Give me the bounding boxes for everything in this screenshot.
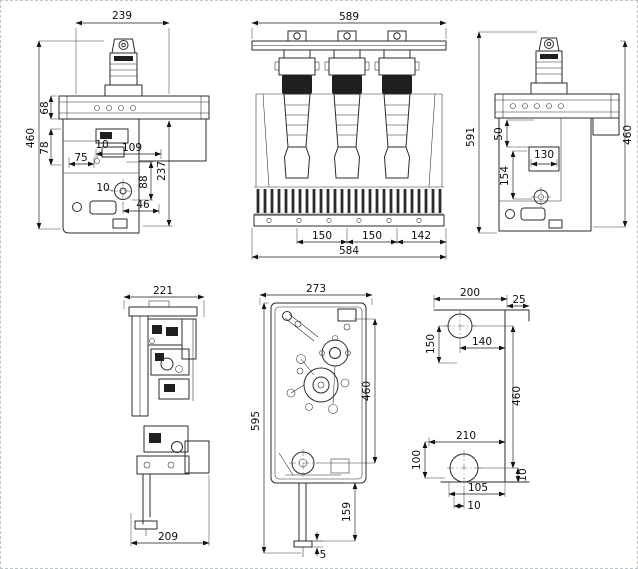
dim-shaft-offset: 46 (136, 199, 150, 211)
view-pole-side-left: 239 460 68 78 75 10 109 237 10 88 (25, 10, 210, 234)
dim-slot-width: 75 (74, 152, 87, 164)
dim-lower-width: 210 (456, 430, 476, 442)
dim-hole-upper: 10 (95, 139, 108, 151)
mechanism-front-dimensions: 273 595 460 159 5 (250, 283, 378, 561)
pole-side-right-linework (494, 37, 620, 232)
dim-upper-hole-drop: 150 (425, 334, 437, 354)
view-front: 589 150 150 142 584 (251, 11, 447, 260)
dim-box-width: 130 (534, 149, 554, 161)
dim-foot-height: 159 (341, 502, 353, 522)
dim-beam-height: 68 (39, 101, 51, 114)
view-mounting-layout: 200 25 150 140 460 210 100 105 10 (411, 287, 530, 512)
dim-lower-offset: 154 (499, 166, 511, 186)
mounting-layout-dimensions: 200 25 150 140 460 210 100 105 10 (411, 287, 530, 512)
dim-hole-lower: 10 (96, 182, 109, 194)
front-dimensions: 589 150 150 142 584 (251, 11, 447, 260)
dim-top-width: 273 (306, 283, 326, 295)
view-mechanism-side: 221 209 (123, 285, 210, 546)
dim-bottom-width: 209 (158, 531, 178, 543)
dim-foot-thickness: 5 (320, 549, 327, 561)
dim-top-width: 239 (112, 10, 132, 22)
dim-top-width: 200 (460, 287, 480, 299)
dim-edge-gap-bottom: 10 (467, 500, 480, 512)
dim-edge-gap-right: 10 (517, 468, 529, 481)
front-linework (251, 30, 447, 227)
dim-frame-height: 460 (622, 125, 634, 145)
dim-shaft-height: 88 (138, 175, 150, 188)
dim-overall-height: 595 (250, 411, 262, 431)
dim-upper-offset: 50 (493, 127, 505, 140)
dim-pole-pitch-1: 150 (312, 230, 332, 242)
mechanism-side-dimensions: 221 209 (123, 285, 210, 546)
dim-lower-hole-drop: 100 (411, 450, 423, 470)
dim-offset-width: 109 (122, 142, 142, 154)
dim-top-width: 589 (339, 11, 359, 23)
view-mechanism-front: 273 595 460 159 5 (250, 283, 378, 561)
pole-side-right-dimensions: 591 460 50 130 154 (465, 31, 634, 234)
dim-lower-offset: 105 (468, 482, 488, 494)
dim-overall-height: 460 (25, 128, 37, 148)
dim-end-offset: 142 (411, 230, 431, 242)
view-pole-side-right: 591 460 50 130 154 (465, 31, 634, 234)
pole-side-left-dimensions: 239 460 68 78 75 10 109 237 10 88 (25, 10, 173, 230)
dim-pole-pitch-2: 150 (362, 230, 382, 242)
dim-hole-pitch-v: 460 (511, 386, 523, 406)
dim-overall-height: 591 (465, 127, 477, 147)
mechanism-front-linework (270, 302, 367, 557)
mechanism-side-linework (128, 300, 210, 536)
pole-side-left-linework (58, 38, 210, 234)
dim-bottom-width: 584 (339, 245, 359, 257)
dim-bracket-height: 78 (39, 141, 51, 154)
dim-top-offset: 25 (512, 294, 525, 306)
dim-plate-height: 460 (361, 381, 373, 401)
dim-frame-height: 237 (156, 161, 168, 181)
dim-hole-to-edge: 140 (472, 336, 492, 348)
dim-top-width: 221 (153, 285, 173, 297)
